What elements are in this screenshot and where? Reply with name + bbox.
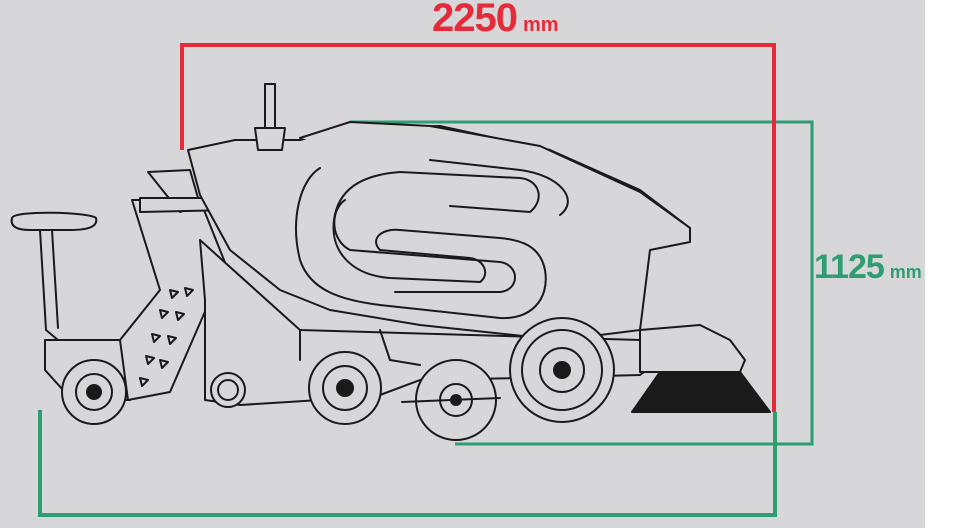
operator-seat: [10, 211, 98, 341]
rear-wheel: [61, 359, 127, 425]
length-dimension-line: [180, 43, 776, 412]
length-unit: mm: [522, 14, 559, 36]
exhaust-pipe: [264, 83, 276, 131]
length-value: 2250: [432, 0, 518, 40]
s-panel: [295, 167, 547, 320]
base-dimension-line: [38, 410, 777, 517]
height-dimension-line: [350, 120, 814, 446]
height-unit: mm: [889, 262, 922, 282]
roof: [299, 121, 691, 229]
height-value: 1125: [814, 248, 885, 286]
frame-triangles: [139, 287, 194, 387]
main-brush: [631, 371, 771, 413]
sweeper-machine: [10, 83, 771, 441]
caster-wheel: [210, 372, 246, 408]
brush-housing: [639, 324, 746, 373]
front-wheel: [509, 317, 615, 423]
middle-wheel: [308, 351, 382, 425]
